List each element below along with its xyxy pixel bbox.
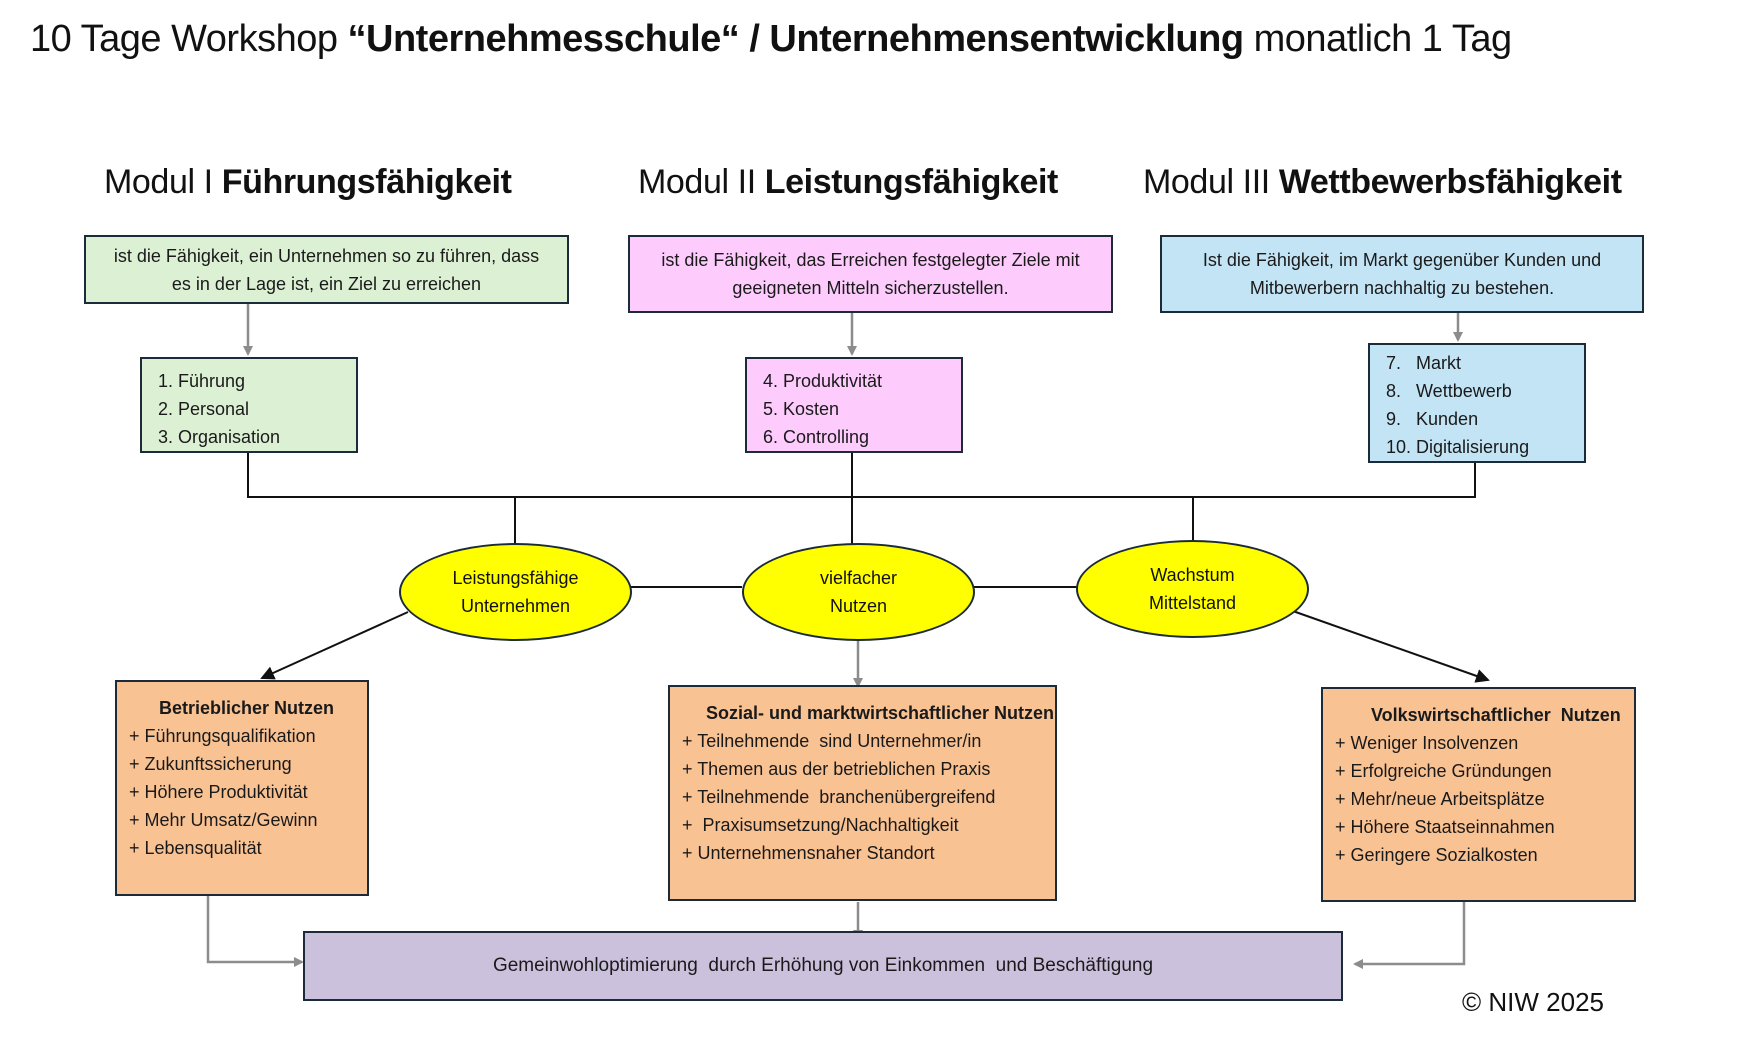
module-3-heading-bold: Wettbewerbsfähigkeit (1278, 163, 1622, 201)
topic-item: 5. Kosten (763, 399, 840, 419)
topic-item: 4. Produktivität (763, 371, 883, 391)
module-2-definition-line: geeigneten Mitteln sicherzustellen. (732, 278, 1009, 298)
outcome-label: Nutzen (829, 596, 888, 616)
benefit-item: + Geringere Sozialkosten (1335, 845, 1538, 865)
module-3-definition-line: Ist die Fähigkeit, im Markt gegenüber Ku… (1202, 250, 1602, 270)
module-1-definition-line: ist die Fähigkeit, ein Unternehmen so zu… (113, 245, 540, 266)
outcome-label: Wachstum (1150, 565, 1235, 585)
benefit-heading: Betrieblicher Nutzen (159, 698, 335, 718)
module-1-heading-bold: Führungsfähigkeit (221, 163, 512, 201)
module-2-heading-bold: Leistungsfähigkeit (764, 163, 1059, 201)
bus-line (247, 452, 1476, 498)
module-3-definition-line: Mitbewerbern nachhaltig zu bestehen. (1249, 278, 1555, 298)
module-1-definition-box: ist die Fähigkeit, ein Unternehmen so zu… (84, 235, 569, 304)
topic-item: 7. Markt (1386, 353, 1462, 373)
arrow-outcome1-to-benefit1 (260, 611, 409, 680)
module-2-heading-prefix: Modul II (638, 163, 765, 201)
module-1-topics-box: 1. Führung 2. Personal 3. Organisation (140, 357, 358, 453)
outcome-ellipse-vielfacher-nutzen: vielfacher Nutzen (742, 543, 975, 641)
topic-item: 2. Personal (158, 399, 250, 419)
module-1-definition-line: es in der Lage ist, ein Ziel zu erreiche… (171, 273, 482, 294)
module-1-heading-prefix: Modul I (104, 163, 222, 201)
module-1-heading: Modul I Führungsfähigkeit (104, 163, 512, 202)
topic-item: 8. Wettbewerb (1386, 381, 1512, 401)
outcome-label: Mittelstand (1148, 593, 1237, 613)
title-bold: “Unternehmesschule“ / Unternehmensentwic… (347, 18, 1245, 60)
title-prefix: 10 Tage Workshop (30, 18, 348, 60)
benefit-heading: Volkswirtschaftlicher Nutzen (1371, 705, 1621, 725)
benefit-item: + Unternehmensnaher Standort (682, 843, 935, 863)
benefit-item: + Führungsqualifikation (129, 726, 316, 746)
topic-item: 6. Controlling (763, 427, 870, 447)
benefit-item: + Erfolgreiche Gründungen (1335, 761, 1552, 781)
benefit-item: + Teilnehmende branchenübergreifend (682, 787, 996, 807)
module-2-heading: Modul II Leistungsfähigkeit (638, 163, 1058, 202)
benefit-item: + Zukunftssicherung (129, 754, 292, 774)
module-2-definition-box: ist die Fähigkeit, das Erreichen festgel… (628, 235, 1113, 313)
module-2-topics-box: 4. Produktivität 5. Kosten 6. Controllin… (745, 357, 963, 453)
outcome-ellipse-wachstum-mittelstand: Wachstum Mittelstand (1076, 540, 1309, 638)
outcome-label: Leistungsfähige (452, 568, 579, 588)
goal-text: Gemeinwohloptimierung durch Erhöhung von… (492, 955, 1154, 976)
topic-item: 1. Führung (158, 371, 246, 391)
module-3-definition-box: Ist die Fähigkeit, im Markt gegenüber Ku… (1160, 235, 1644, 313)
benefit-item: + Lebensqualität (129, 838, 262, 858)
page-title: 10 Tage Workshop “Unternehmesschule“ / U… (30, 18, 1512, 61)
benefit-item: + Themen aus der betrieblichen Praxis (682, 759, 991, 779)
arrow-outcome3-to-benefit3 (1289, 609, 1490, 683)
benefit-box-sozial-marktwirtschaftlich: Sozial- und marktwirtschaftlicher Nutzen… (668, 685, 1057, 901)
arrow-benefit1-to-goal (206, 896, 304, 967)
title-suffix: monatlich 1 Tag (1243, 18, 1512, 60)
outcome-ellipse-leistungsfaehige-unternehmen: Leistungsfähige Unternehmen (399, 543, 632, 641)
outcome-label: vielfacher (819, 568, 898, 588)
benefit-heading: Sozial- und marktwirtschaftlicher Nutzen (706, 703, 1055, 723)
topic-item: 9. Kunden (1386, 409, 1479, 429)
copyright-notice: © NIW 2025 (1462, 987, 1604, 1017)
benefit-item: + Weniger Insolvenzen (1335, 733, 1519, 753)
outcome-label: Unternehmen (460, 596, 571, 616)
topic-item: 3. Organisation (158, 427, 281, 447)
benefit-item: + Mehr Umsatz/Gewinn (129, 810, 318, 830)
benefit-item: + Höhere Staatseinnahmen (1335, 817, 1555, 837)
benefit-item: + Teilnehmende sind Unternehmer/in (682, 731, 982, 751)
benefit-box-betrieblich: Betrieblicher Nutzen + Führungsqualifika… (115, 680, 369, 896)
goal-box: Gemeinwohloptimierung durch Erhöhung von… (303, 931, 1343, 1001)
module-3-topics-box: 7. Markt 8. Wettbewerb 9. Kunden 10. Dig… (1368, 343, 1586, 463)
benefit-box-volkswirtschaftlich: Volkswirtschaftlicher Nutzen + Weniger I… (1321, 687, 1636, 902)
arrow-benefit3-to-goal (1353, 902, 1466, 969)
module-2-definition-line: ist die Fähigkeit, das Erreichen festgel… (661, 250, 1080, 270)
module-3-heading-prefix: Modul III (1143, 163, 1279, 201)
benefit-item: + Höhere Produktivität (129, 782, 308, 802)
benefit-item: + Mehr/neue Arbeitsplätze (1335, 789, 1545, 809)
module-3-heading: Modul III Wettbewerbsfähigkeit (1143, 163, 1622, 202)
topic-item: 10. Digitalisierung (1386, 437, 1530, 457)
benefit-item: + Praxisumsetzung/Nachhaltigkeit (682, 815, 959, 835)
